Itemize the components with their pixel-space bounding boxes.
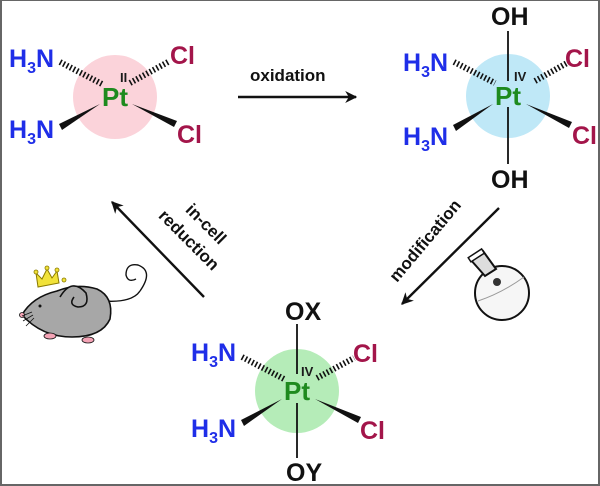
reduction-arrow — [111, 201, 205, 298]
hashed-bond-nh3-upper — [452, 59, 497, 86]
cl-lower-label: Cl — [177, 121, 202, 149]
wedge-bond-nh3-lower — [241, 399, 282, 426]
hashed-bond-cl-upper — [315, 355, 356, 381]
nh3-lower-label: H3N — [9, 116, 54, 148]
nh3-lower-label: H3N — [403, 123, 448, 155]
pt4-oh-halo — [466, 54, 550, 138]
hashed-bond-cl-upper — [533, 60, 569, 84]
round-bottom-flask-icon — [467, 247, 530, 321]
cl-lower-label: Cl — [572, 122, 597, 150]
mouse-with-crown-icon — [19, 264, 148, 344]
oxidation-label: oxidation — [250, 66, 326, 85]
nh3-upper-label: H3N — [403, 49, 448, 81]
oxidation-state-iv: IV — [514, 69, 527, 84]
ox-top-label: OX — [285, 298, 321, 326]
pt4-oh-complex: OH OH H3N H3N Cl Cl Pt IV — [403, 3, 597, 194]
pt2-halo — [73, 55, 157, 139]
modification-label: modification — [386, 196, 466, 286]
cisplatin-complex: H3N H3N Cl Cl Pt II — [9, 42, 202, 149]
wedge-bond-cl-lower — [315, 399, 361, 423]
oxidation-state-iv: IV — [301, 364, 314, 379]
wedge-bond-cl-lower — [526, 104, 572, 128]
reduction-arrow-group: in-cell reduction — [111, 200, 230, 298]
pt-metal-label: Pt — [495, 81, 521, 111]
cl-upper-label: Cl — [170, 42, 195, 70]
nh3-lower-label: H3N — [191, 415, 236, 447]
oy-bottom-label: OY — [286, 459, 322, 486]
cl-upper-label: Cl — [353, 340, 378, 368]
oh-top-label: OH — [491, 3, 529, 31]
hashed-bond-nh3-upper — [240, 354, 286, 382]
wedge-bond-nh3-lower — [453, 104, 493, 131]
wedge-bond-cl-lower — [132, 104, 177, 127]
oxidation-arrow-group: oxidation — [238, 66, 358, 103]
wedge-bond-nh3-lower — [59, 104, 100, 130]
modification-arrow — [401, 207, 500, 305]
nh3-upper-label: H3N — [191, 339, 236, 371]
hashed-bond-nh3-upper — [58, 59, 104, 87]
pt-metal-label: Pt — [102, 82, 128, 112]
pt4-oxoy-complex: OX OY H3N H3N Cl Cl Pt IV — [191, 298, 385, 486]
oh-bottom-label: OH — [491, 166, 529, 194]
cl-lower-label: Cl — [360, 417, 385, 445]
cl-upper-label: Cl — [565, 45, 590, 73]
nh3-upper-label: H3N — [9, 45, 54, 77]
pt-metal-label: Pt — [284, 376, 310, 406]
pt4-oxoy-halo — [255, 349, 339, 433]
oxidation-state-ii: II — [120, 70, 127, 85]
